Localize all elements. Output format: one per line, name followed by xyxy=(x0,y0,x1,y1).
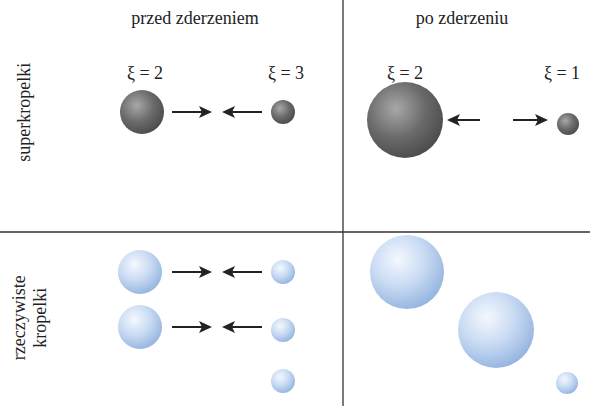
multiplicity-label: ξ = 2 xyxy=(127,63,163,84)
superdroplet xyxy=(120,90,164,134)
multiplicity-label: ξ = 3 xyxy=(268,63,304,84)
row-heading: rzeczywiste kropelki xyxy=(9,262,50,374)
real-droplet xyxy=(556,372,578,394)
real-droplet xyxy=(271,369,295,393)
column-heading: po zderzeniu xyxy=(416,8,508,29)
multiplicity-label: ξ = 2 xyxy=(387,63,423,84)
superdroplet xyxy=(271,100,295,124)
divider-line xyxy=(0,231,590,232)
divider-line xyxy=(342,0,343,406)
arrow-head xyxy=(222,321,235,333)
real-droplet xyxy=(271,260,295,284)
real-droplet xyxy=(271,318,295,342)
motion-arrow xyxy=(457,119,480,121)
motion-arrow xyxy=(172,111,202,113)
motion-arrow xyxy=(232,326,262,328)
real-droplet xyxy=(118,305,162,349)
column-heading: przed zderzeniem xyxy=(131,8,258,29)
motion-arrow xyxy=(232,271,262,273)
real-droplet xyxy=(370,235,444,309)
real-droplet xyxy=(458,292,534,368)
arrow-head xyxy=(535,114,548,126)
motion-arrow xyxy=(232,111,262,113)
arrow-head xyxy=(222,106,235,118)
superdroplet xyxy=(367,82,443,158)
arrow-head xyxy=(222,266,235,278)
row-heading: superkropelki xyxy=(14,63,35,162)
arrow-head xyxy=(199,106,212,118)
arrow-head xyxy=(199,266,212,278)
motion-arrow xyxy=(172,326,202,328)
superdroplet xyxy=(557,113,579,135)
arrow-head xyxy=(199,321,212,333)
real-droplet xyxy=(118,250,162,294)
motion-arrow xyxy=(172,271,202,273)
arrow-head xyxy=(447,114,460,126)
motion-arrow xyxy=(513,119,538,121)
multiplicity-label: ξ = 1 xyxy=(544,63,580,84)
